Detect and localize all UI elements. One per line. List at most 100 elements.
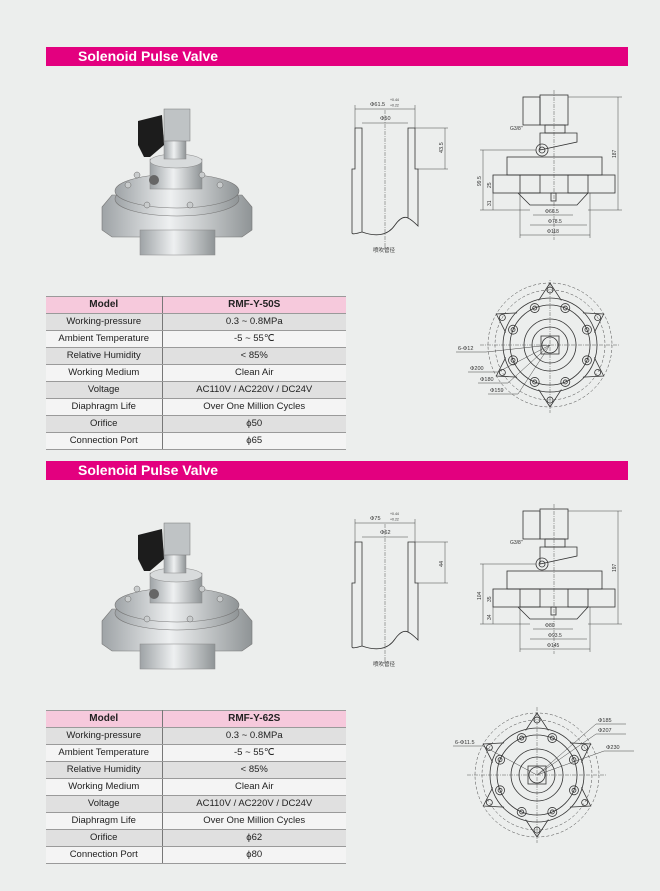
mounting-ear <box>482 787 505 808</box>
top-diameter-1: Φ200 <box>470 366 484 372</box>
overall-height: 187 <box>612 149 618 158</box>
table-row: Ambient Temperature-5 ~ 55℃ <box>46 330 346 348</box>
spec-value: 0.3 ~ 0.8MPa <box>162 727 346 745</box>
bolt-hole <box>549 809 555 815</box>
section-title: Solenoid Pulse Valve <box>78 48 219 64</box>
mounting-ear <box>482 742 505 763</box>
spec-label: Model <box>46 710 163 728</box>
valve-top-view: 6-Φ12 Φ200 Φ180 Φ159 <box>456 280 620 413</box>
leader-line <box>482 745 538 776</box>
spec-label: Orifice <box>46 415 163 433</box>
tolerance-minus: +0.22 <box>390 104 399 108</box>
bolt-hole <box>532 305 538 311</box>
overall-height: 197 <box>612 563 618 572</box>
spec-label: Diaphragm Life <box>46 398 163 416</box>
spec-label: Voltage <box>46 795 163 813</box>
product-section: Solenoid Pulse Valve Φ75 +0.44 +0.22 Φ62… <box>0 461 660 875</box>
valve-top-view: 6-Φ11.5 Φ185 Φ207 Φ230 <box>453 707 634 843</box>
spec-value: ϕ50 <box>162 415 346 433</box>
table-row: Relative Humidity< 85% <box>46 347 346 365</box>
valve-side-view: G3/8" 104 197 35 34 Φ80 Φ93.5 Φ145 <box>477 504 622 654</box>
pipe-depth: 43.5 <box>439 142 445 153</box>
bolt-icon <box>508 355 518 366</box>
diameter-2: Φ93.5 <box>548 633 562 639</box>
spec-label: Working Medium <box>46 778 163 796</box>
base-height: 34 <box>487 614 493 620</box>
spec-value: < 85% <box>162 347 346 365</box>
diameter-2: Φ78.5 <box>548 219 562 225</box>
bolt-icon <box>582 324 592 335</box>
dimension-drawing-side: Φ61.5 +0.44 +0.22 Φ50 43.5 喷吹管径 G3/8" <box>351 90 622 254</box>
mounting-ear <box>582 357 605 378</box>
diameter-1: Φ66.5 <box>545 209 559 215</box>
mounting-hole <box>498 314 506 321</box>
pipe-outer-diameter: Φ61.5 <box>370 102 385 108</box>
top-diameter-2: Φ180 <box>480 377 494 383</box>
bolt-icon <box>529 303 540 313</box>
mounting-ear <box>495 312 518 333</box>
spec-label: Relative Humidity <box>46 347 163 365</box>
bolt-icon <box>569 754 579 765</box>
section-title-bar: Solenoid Pulse Valve <box>46 47 628 66</box>
bolt-hole <box>510 327 516 333</box>
section-title: Solenoid Pulse Valve <box>78 462 219 478</box>
valve-photo <box>101 108 253 256</box>
top-diameter-3: Φ159 <box>490 388 504 394</box>
bolt-icon <box>516 807 527 817</box>
spec-label: Working-pressure <box>46 313 163 331</box>
spec-value: AC110V / AC220V / DC24V <box>162 381 346 399</box>
leader-line <box>517 344 551 395</box>
leader-line <box>497 344 551 373</box>
spec-label: Ambient Temperature <box>46 330 163 348</box>
mounting-ear <box>569 787 592 808</box>
spec-value: RMF-Y-50S <box>162 296 346 314</box>
pipe-drawing: Φ75 +0.44 +0.22 Φ62 44 喷吹管径 <box>351 512 448 668</box>
spec-label: Working Medium <box>46 364 163 382</box>
mounting-hole <box>581 799 589 806</box>
bolt-icon <box>547 807 558 817</box>
spec-value: Over One Million Cycles <box>162 398 346 416</box>
mounting-hole <box>485 744 493 751</box>
tolerance-plus: +0.44 <box>390 98 399 102</box>
bolt-hole <box>532 379 538 385</box>
flange-height: 35 <box>487 596 493 602</box>
mounting-ear <box>569 742 592 763</box>
valve-side-view: G3/8" 99.5 187 25 31 Φ66.5 Φ78.5 Φ118 <box>477 90 622 240</box>
spec-label: Ambient Temperature <box>46 744 163 762</box>
bolt-icon <box>495 785 505 796</box>
mounting-hole <box>581 744 589 751</box>
bolt-icon <box>560 377 571 387</box>
tolerance-plus: +0.44 <box>390 512 399 516</box>
diameter-1: Φ80 <box>545 623 555 629</box>
dimension-drawing-side: Φ75 +0.44 +0.22 Φ62 44 喷吹管径 G3/8" 10 <box>351 504 622 668</box>
bolt-hole <box>497 787 503 793</box>
leader-line <box>536 723 597 776</box>
mounting-ear <box>582 312 605 333</box>
port-thread-label: G3/8" <box>510 540 523 546</box>
table-row: Ambient Temperature-5 ~ 55℃ <box>46 744 346 762</box>
leader-line <box>507 344 551 384</box>
leader-line <box>536 733 597 776</box>
bolt-hole <box>584 327 590 333</box>
spec-value: 0.3 ~ 0.8MPa <box>162 313 346 331</box>
bolt-hole <box>562 379 568 385</box>
top-diameter-1: Φ185 <box>598 718 612 724</box>
pipe-outer-diameter: Φ75 <box>370 516 381 522</box>
bolt-hole <box>549 735 555 741</box>
spec-label: Voltage <box>46 381 163 399</box>
tolerance-minus: +0.22 <box>390 518 399 522</box>
pipe-drawing: Φ61.5 +0.44 +0.22 Φ50 43.5 喷吹管径 <box>351 98 448 254</box>
bolt-hole <box>519 809 525 815</box>
pipe-inner-diameter: Φ50 <box>380 116 391 122</box>
bolt-icon <box>582 355 592 366</box>
flange-height: 25 <box>487 182 493 188</box>
mounting-ear <box>495 357 518 378</box>
leader-line <box>536 750 605 776</box>
